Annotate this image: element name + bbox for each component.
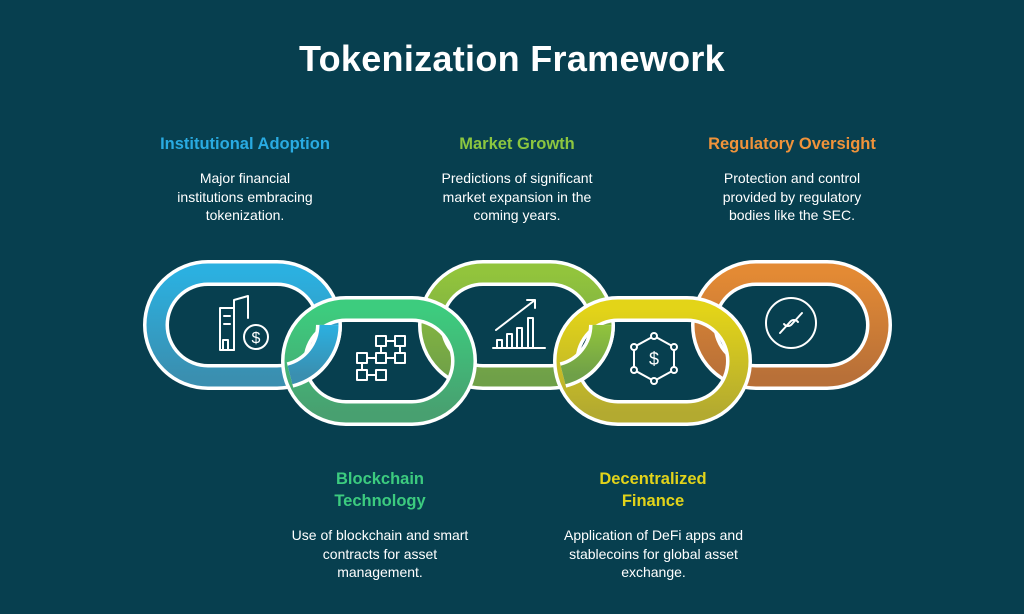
dollar-network-icon: $ — [630, 332, 678, 385]
item-regulatory-oversight: Regulatory Oversight Protection and cont… — [682, 133, 902, 225]
item-text: Protection and control provided by regul… — [722, 170, 862, 223]
page-title: Tokenization Framework — [298, 38, 725, 79]
blockchain-blocks-icon — [356, 335, 406, 381]
item-text: Predictions of significant market expans… — [441, 170, 593, 223]
svg-text:$: $ — [649, 349, 659, 369]
item-blockchain-technology: Blockchain Technology Use of blockchain … — [270, 468, 490, 582]
item-text: Application of DeFi apps and stablecoins… — [564, 527, 743, 580]
item-heading: Institutional Adoption — [160, 135, 330, 153]
item-market-growth: Market Growth Predictions of significant… — [407, 133, 627, 225]
item-heading: Market Growth — [459, 135, 575, 153]
regulation-seal-icon — [765, 297, 817, 349]
building-dollar-icon: $ — [219, 295, 269, 351]
item-heading: Blockchain Technology — [334, 470, 426, 510]
item-decentralized-finance: Decentralized Finance Application of DeF… — [543, 468, 763, 582]
svg-text:$: $ — [252, 330, 261, 347]
item-institutional-adoption: Institutional Adoption Major financial i… — [135, 133, 355, 225]
item-heading: Regulatory Oversight — [708, 135, 876, 153]
item-text: Major financial institutions embracing t… — [177, 170, 313, 223]
item-text: Use of blockchain and smart contracts fo… — [291, 527, 469, 580]
growth-chart-icon — [492, 299, 546, 349]
item-heading: Decentralized Finance — [599, 470, 707, 510]
